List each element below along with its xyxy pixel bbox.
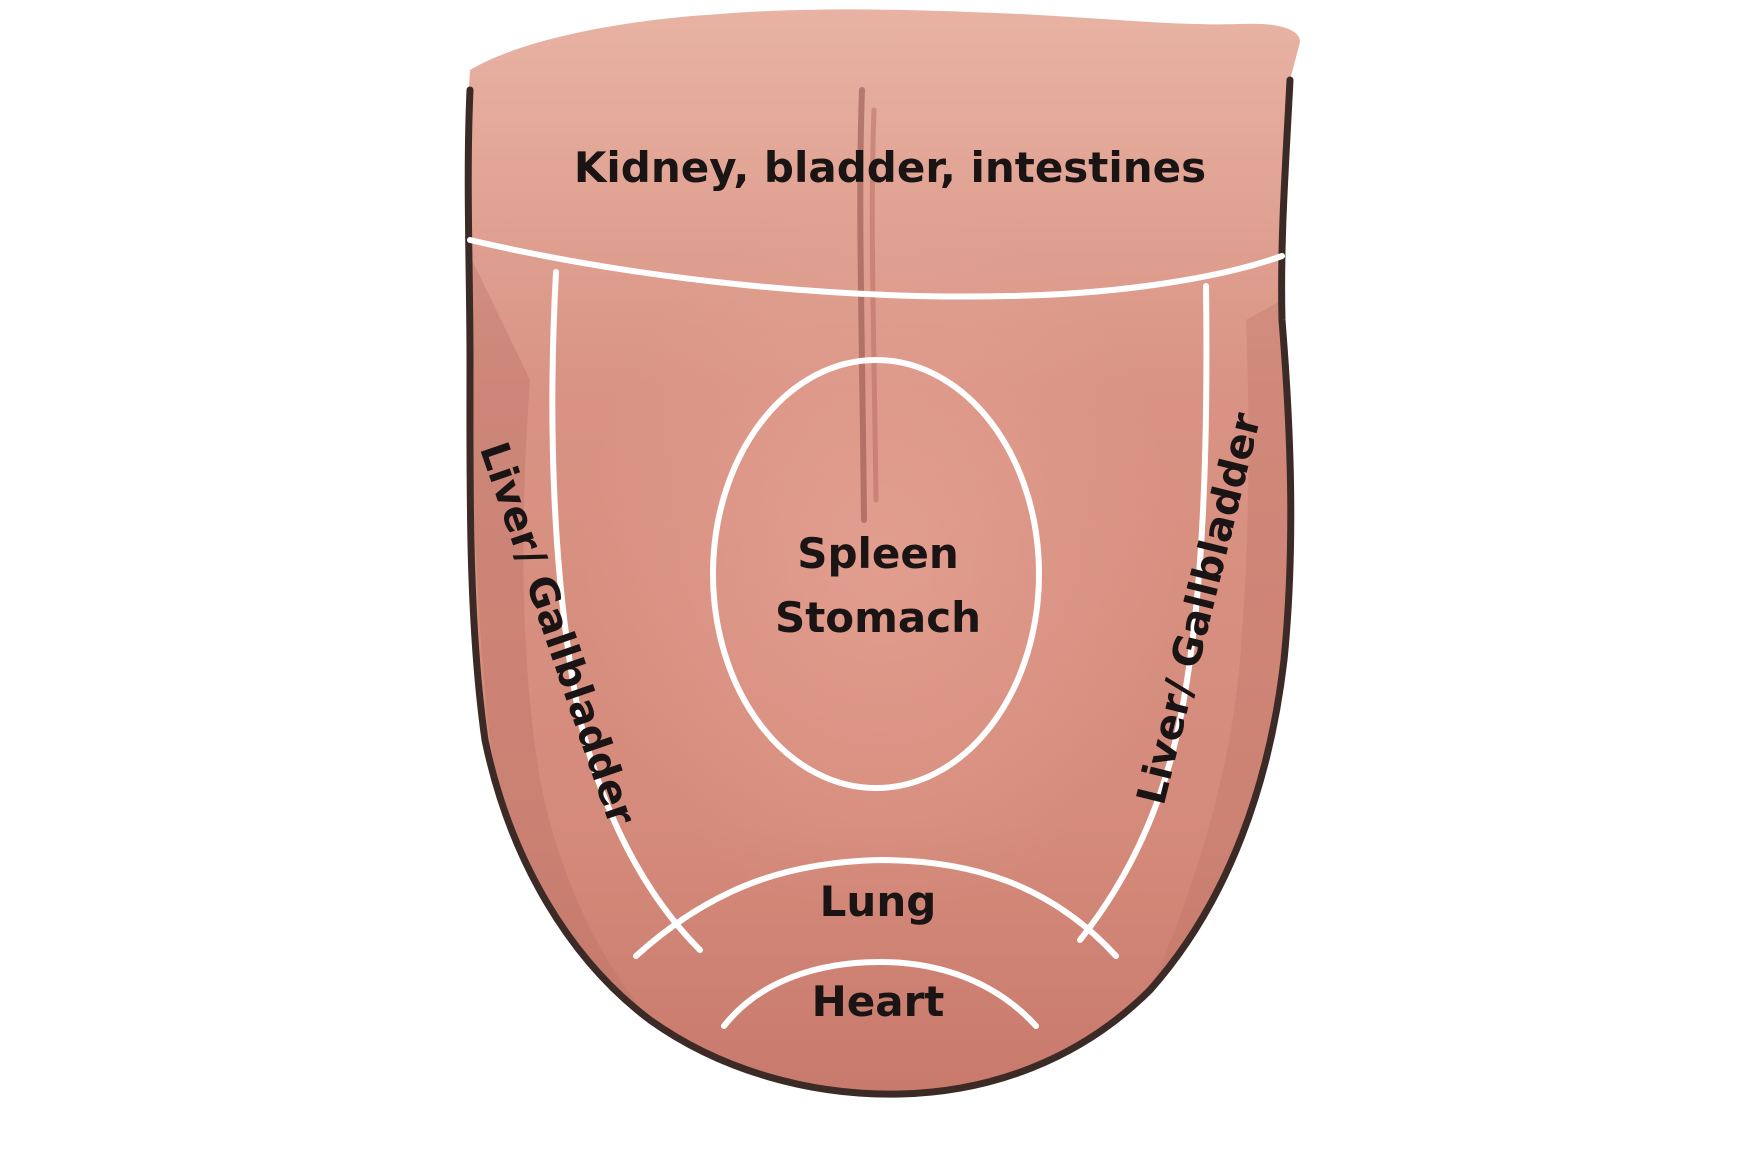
heart-zone-border: [721, 958, 1039, 1029]
liver-left-border: [549, 269, 703, 953]
tongue-shadow-right: [1150, 300, 1291, 990]
kidney-zone-border: [467, 237, 1285, 300]
heart-label: Heart: [812, 977, 945, 1026]
tongue-shadow-left: [471, 260, 650, 1020]
tongue-highlight: [580, 200, 1180, 920]
lung-zone-border: [633, 856, 1119, 959]
liver-right-border: [1077, 283, 1210, 943]
spleen-label: Spleen: [797, 529, 959, 578]
tongue-outline: [464, 76, 1295, 1098]
kidney-label: Kidney, bladder, intestines: [574, 143, 1206, 192]
stomach-label: Stomach: [775, 593, 981, 642]
median-groove: [857, 87, 867, 523]
lung-label: Lung: [820, 877, 937, 926]
median-groove-highlight: [869, 107, 879, 503]
zone-lines: [467, 237, 1285, 1029]
spleen-zone-border: [710, 357, 1042, 791]
